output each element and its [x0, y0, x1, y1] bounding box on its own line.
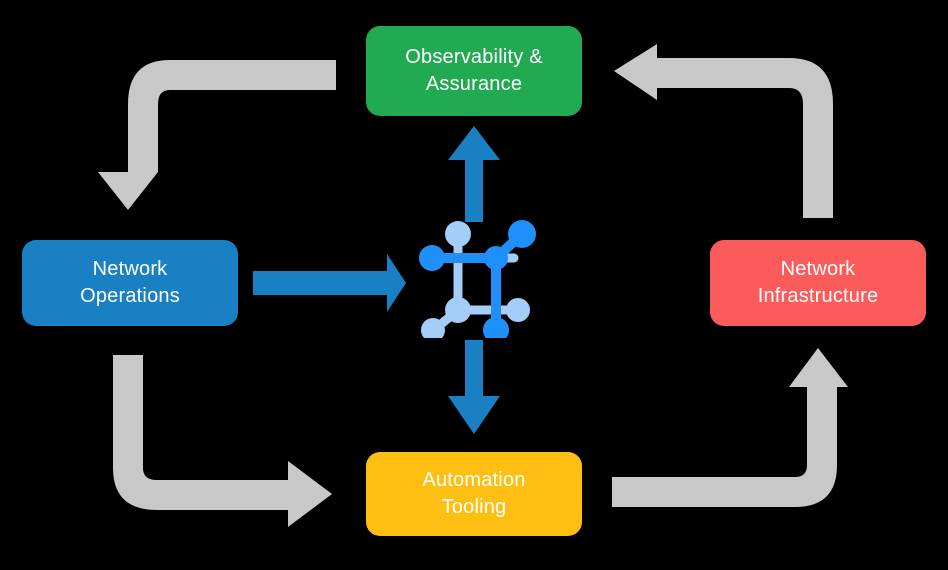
blue-arrow-center-to-automation	[448, 340, 500, 434]
topology-light-nodes	[421, 221, 530, 338]
node-box-observability-assurance[interactable]: Observability & Assurance	[366, 26, 582, 116]
node-label-network-infrastructure: Network Infrastructure	[757, 258, 879, 307]
node-box-network-infrastructure[interactable]: Network Infrastructure	[710, 240, 926, 326]
blue-arrow-center-to-observability	[448, 126, 500, 222]
blue-arrow-operations-to-center	[253, 254, 406, 312]
gray-arrow-infrastructure-to-observability	[614, 44, 833, 218]
node-label-observability-assurance: Observability & Assurance	[405, 46, 543, 95]
gray-arrow-automation-to-infrastructure	[612, 348, 848, 507]
node-label-automation-tooling: Automation Tooling	[422, 469, 526, 518]
gray-arrow-observability-to-operations	[98, 60, 336, 210]
node-box-network-operations[interactable]: Network Operations	[22, 240, 238, 326]
node-box-automation-tooling[interactable]: Automation Tooling	[366, 452, 582, 536]
network-topology-icon	[419, 220, 536, 338]
topology-strong-nodes	[419, 220, 536, 338]
gray-arrow-operations-to-automation	[113, 355, 332, 527]
node-label-network-operations: Network Operations	[80, 258, 180, 307]
